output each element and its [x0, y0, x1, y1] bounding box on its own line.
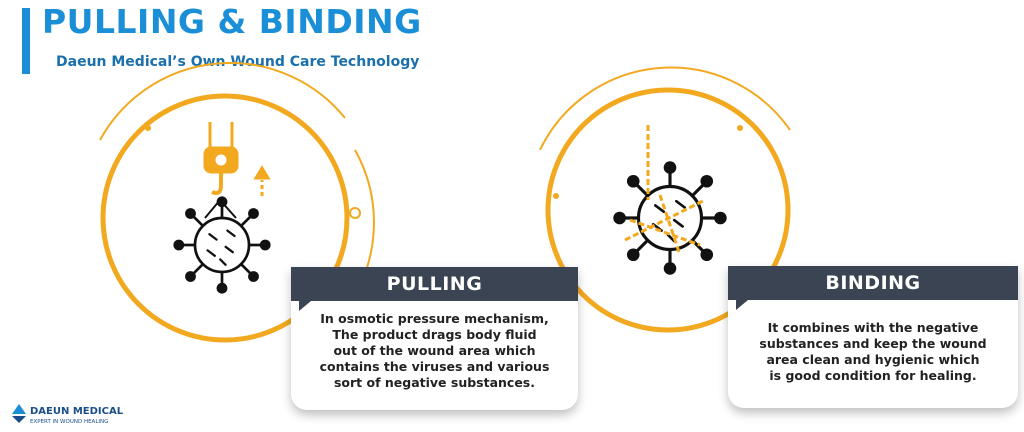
up-arrow-icon — [253, 165, 271, 196]
binding-line: substances and keep the wound — [759, 336, 987, 351]
binding-description: It combines with the negative substances… — [728, 320, 1018, 384]
binding-pointer — [736, 300, 748, 310]
pulling-line: out of the wound area which — [333, 343, 536, 358]
page-title: PULLING & BINDING — [42, 2, 422, 41]
crane-hook-icon — [203, 122, 239, 196]
page-subtitle: Daeun Medical’s Own Wound Care Technolog… — [56, 54, 420, 70]
binding-card: BINDING It combines with the negative su… — [728, 266, 1018, 408]
binding-line: is good condition for healing. — [769, 368, 977, 383]
binding-heading: BINDING — [728, 266, 1018, 300]
pulling-ring — [99, 62, 375, 343]
pulling-card: PULLING In osmotic pressure mechanism, T… — [291, 267, 578, 410]
daeun-logo-icon — [12, 404, 26, 423]
title-accent-bar — [22, 8, 30, 74]
pulling-pointer — [299, 301, 311, 311]
brand-name: DAEUN MEDICAL — [30, 406, 124, 417]
chain-icon — [624, 125, 706, 256]
pulling-line: In osmotic pressure mechanism, — [320, 311, 549, 326]
pulling-line: The product drags body fluid — [332, 327, 537, 342]
pulling-line: sort of negative substances. — [333, 375, 535, 390]
pulling-heading: PULLING — [291, 267, 578, 301]
binding-line: It combines with the negative — [767, 320, 979, 335]
virus-icon — [172, 195, 272, 295]
binding-line: area clean and hygienic which — [766, 352, 980, 367]
binding-ring — [539, 66, 791, 333]
pulling-description: In osmotic pressure mechanism, The produ… — [291, 311, 578, 391]
pulling-line: contains the viruses and various — [319, 359, 550, 374]
brand-tagline: EXPERT IN WOUND HEALING — [30, 419, 109, 425]
